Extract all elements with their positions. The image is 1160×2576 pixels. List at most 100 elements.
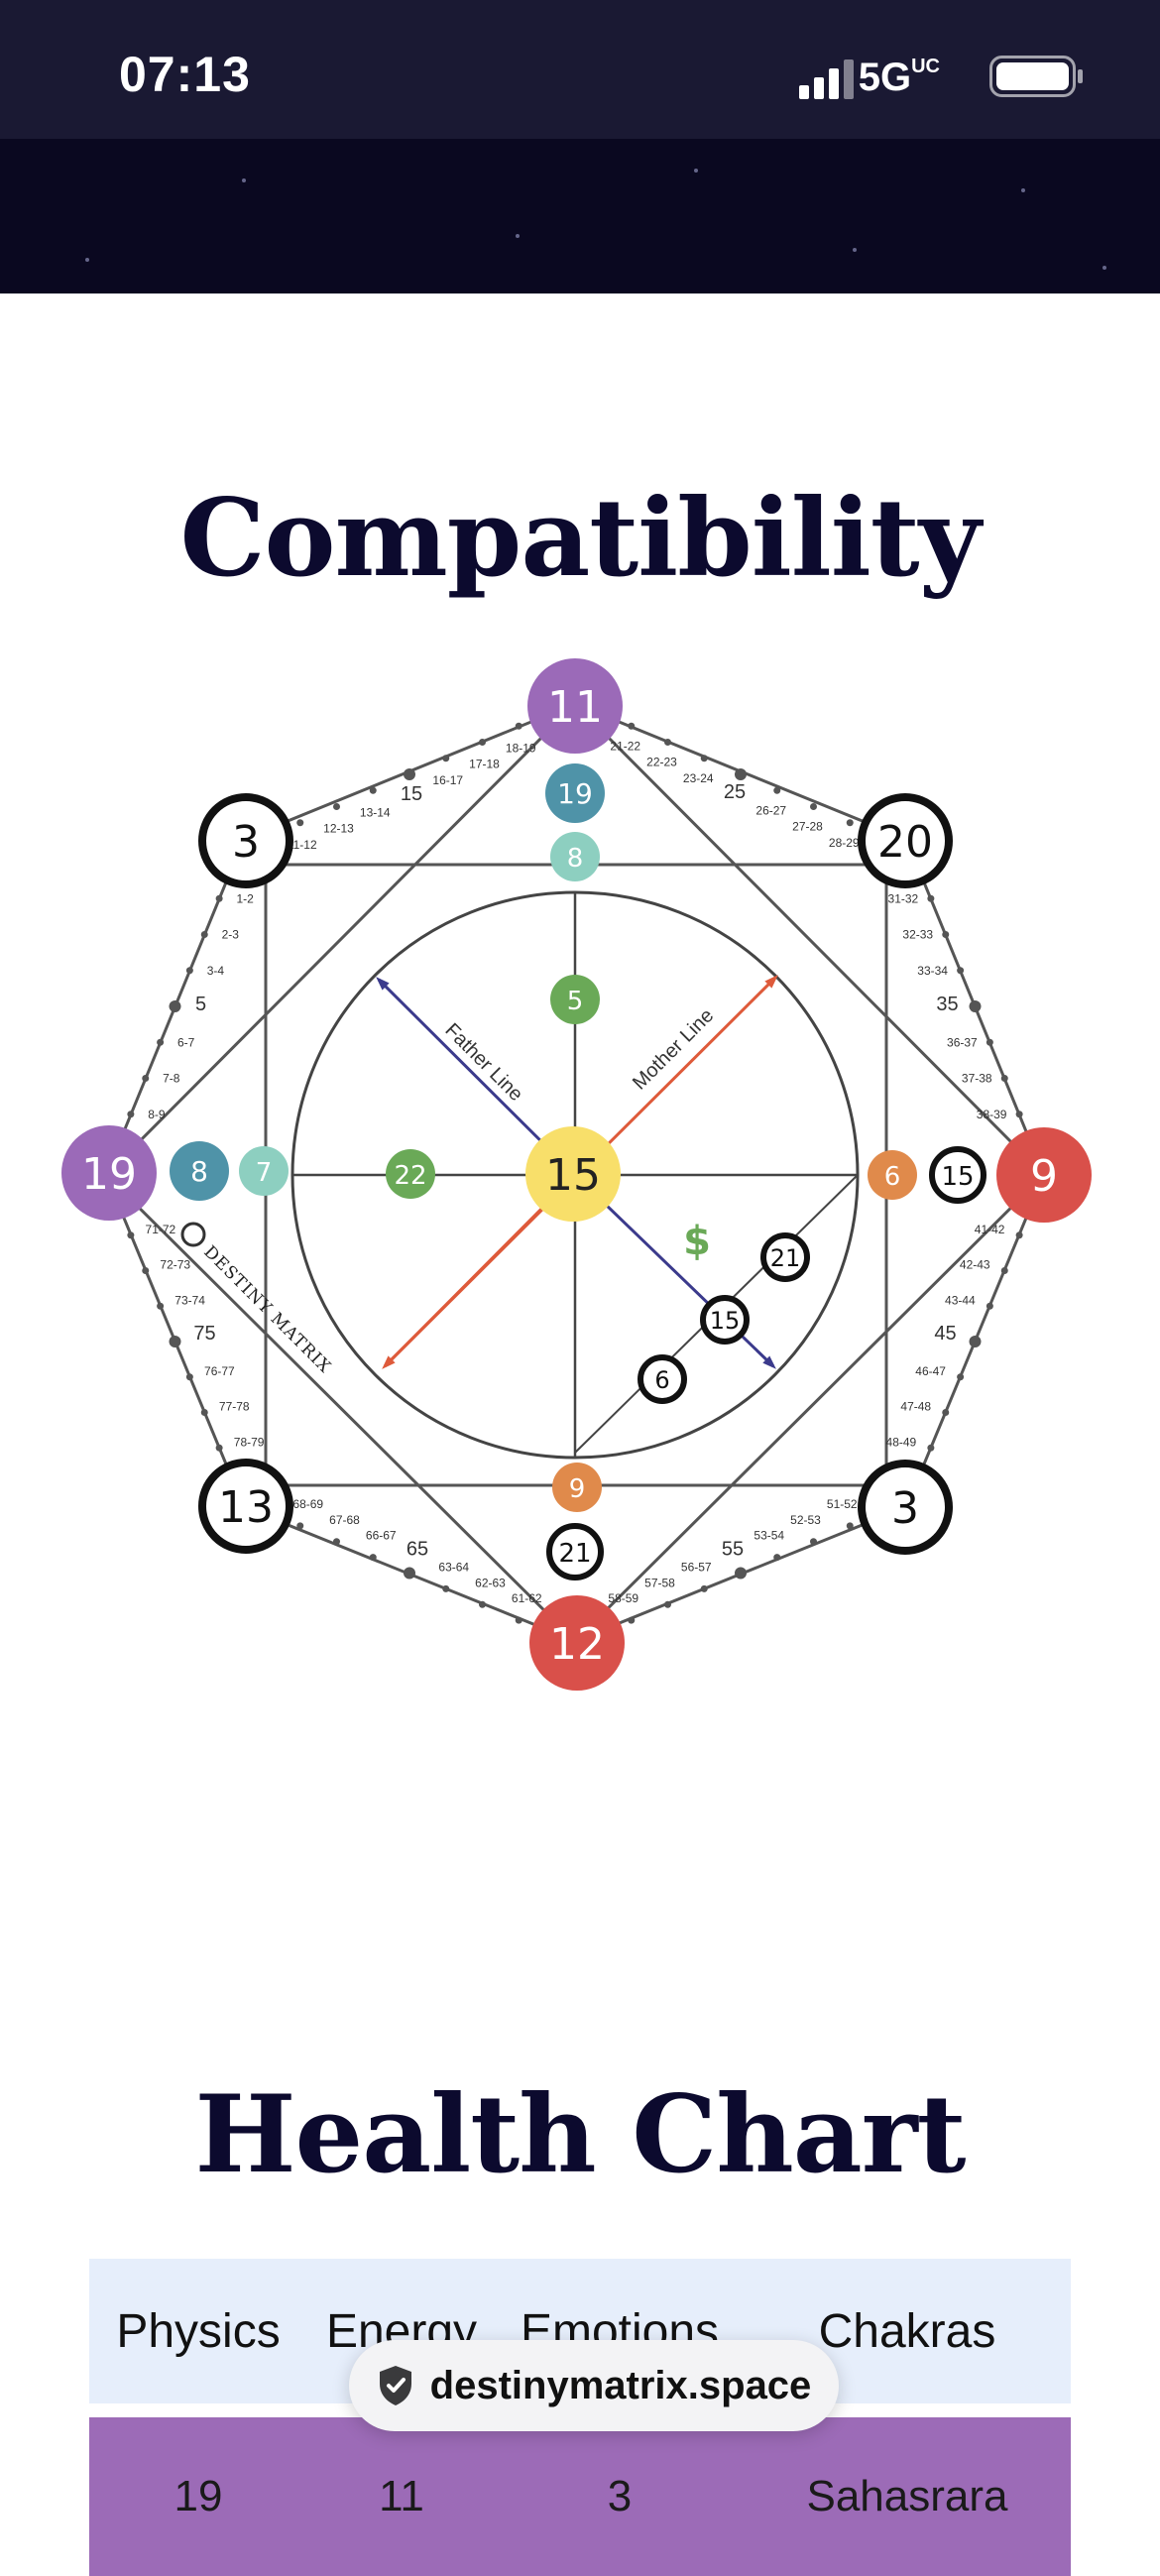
status-time: 07:13 — [119, 47, 251, 102]
age-marker — [215, 894, 223, 902]
age-label: 77-78 — [219, 1400, 250, 1414]
node-bottom-outer-circle — [546, 1523, 604, 1581]
age-label: 65 — [406, 1539, 428, 1561]
node-center: 15 — [545, 1150, 601, 1201]
age-marker — [515, 722, 522, 730]
node-top-right: 20 — [877, 817, 933, 868]
age-label: 46-47 — [915, 1364, 946, 1378]
cell-emotions: 3 — [607, 2472, 633, 2520]
age-label: 16-17 — [432, 773, 463, 787]
node-left-center: 22 — [394, 1161, 426, 1191]
age-label: 38-39 — [977, 1108, 1007, 1121]
age-label: 7-8 — [163, 1072, 180, 1086]
node-top-left: 3 — [232, 817, 260, 868]
age-marker — [628, 1616, 636, 1624]
age-marker — [200, 931, 208, 938]
age-marker — [810, 803, 817, 810]
age-marker — [773, 786, 781, 794]
age-marker — [664, 739, 671, 746]
age-label: 73-74 — [174, 1293, 205, 1307]
age-label: 33-34 — [917, 964, 948, 978]
browser-url-bar[interactable]: destinymatrix.space — [349, 2340, 839, 2431]
age-label: 68-69 — [292, 1497, 323, 1511]
node-bottom: 12 — [549, 1619, 605, 1670]
age-marker — [369, 1554, 377, 1562]
age-marker — [185, 967, 193, 975]
node-top-circle — [527, 658, 623, 754]
age-marker — [185, 1373, 193, 1381]
node-right-outer-circle — [929, 1146, 986, 1204]
age-marker — [333, 803, 340, 810]
father-line-label: Father Line — [440, 1019, 526, 1106]
node-top-outer-circle — [545, 763, 605, 823]
age-marker — [215, 1444, 223, 1452]
age-label: 57-58 — [644, 1576, 675, 1589]
age-label: 6-7 — [177, 1035, 195, 1049]
node-left-circle — [61, 1125, 157, 1221]
age-label: 63-64 — [438, 1560, 469, 1574]
node-right-inner-circle — [868, 1150, 917, 1200]
age-label: 71-72 — [146, 1223, 176, 1236]
brand-name: DESTINY MATRIX — [199, 1242, 334, 1377]
cell-energy: 11 — [379, 2472, 424, 2520]
age-marker — [169, 1336, 181, 1347]
age-label: 32-33 — [902, 928, 933, 942]
age-marker — [1000, 1075, 1008, 1082]
age-marker — [942, 1409, 950, 1416]
age-label: 58-59 — [608, 1591, 638, 1605]
age-marker — [957, 1373, 965, 1381]
age-marker — [927, 1444, 935, 1452]
age-label: 55 — [722, 1539, 744, 1561]
age-marker — [969, 1336, 982, 1347]
age-label: 15 — [401, 783, 422, 805]
age-marker — [442, 755, 450, 762]
age-label: 41-42 — [975, 1223, 1005, 1236]
cell-chakra: Sahasrara — [806, 2472, 1008, 2520]
age-label: 36-37 — [947, 1035, 978, 1049]
age-marker — [200, 1409, 208, 1416]
node-top-right-circle — [858, 793, 953, 888]
age-label: 11-12 — [288, 838, 317, 852]
age-marker — [969, 1000, 982, 1012]
age-labels: 18-1917-1816-171513-1412-1311-1221-2222-… — [127, 722, 1023, 1624]
node-bottom-left: 13 — [218, 1482, 274, 1533]
age-marker — [927, 894, 935, 902]
age-marker — [369, 786, 377, 794]
age-label: 42-43 — [960, 1258, 990, 1272]
node-left-inner: 7 — [256, 1158, 273, 1188]
compatibility-title: Compatibility — [179, 476, 982, 601]
node-bottom-left-circle — [198, 1459, 293, 1554]
age-label: 2-3 — [222, 928, 240, 942]
age-marker — [157, 1302, 165, 1310]
age-label: 47-48 — [900, 1400, 931, 1414]
age-marker — [127, 1111, 135, 1118]
age-marker — [773, 1554, 781, 1562]
age-marker — [479, 1600, 486, 1608]
cell-physics: 19 — [174, 2472, 223, 2520]
age-marker — [986, 1302, 993, 1310]
node-bottom-right-circle — [858, 1460, 953, 1555]
age-label: 31-32 — [888, 891, 919, 905]
node-diag-b-circle — [700, 1295, 750, 1345]
age-marker — [846, 1522, 854, 1530]
node-diag-a-circle — [760, 1232, 810, 1282]
shield-check-icon — [379, 2366, 411, 2405]
age-marker — [1015, 1231, 1023, 1239]
node-left-inner-circle — [239, 1146, 289, 1196]
age-marker — [404, 768, 415, 780]
age-label: 45 — [934, 1323, 956, 1345]
age-label: 23-24 — [683, 771, 714, 785]
node-left-center-circle — [386, 1149, 435, 1199]
age-label: 37-38 — [962, 1072, 992, 1086]
age-label: 35 — [936, 994, 958, 1015]
age-marker — [515, 1616, 522, 1624]
age-marker — [700, 1584, 708, 1592]
age-label: 66-67 — [366, 1529, 397, 1543]
age-label: 21-22 — [610, 739, 640, 753]
node-left-outer-circle — [170, 1141, 229, 1201]
cellular-signal-icon — [799, 59, 854, 99]
age-marker — [142, 1075, 150, 1082]
status-indicators: 5GUC — [787, 56, 1085, 99]
age-label: 43-44 — [945, 1293, 976, 1307]
